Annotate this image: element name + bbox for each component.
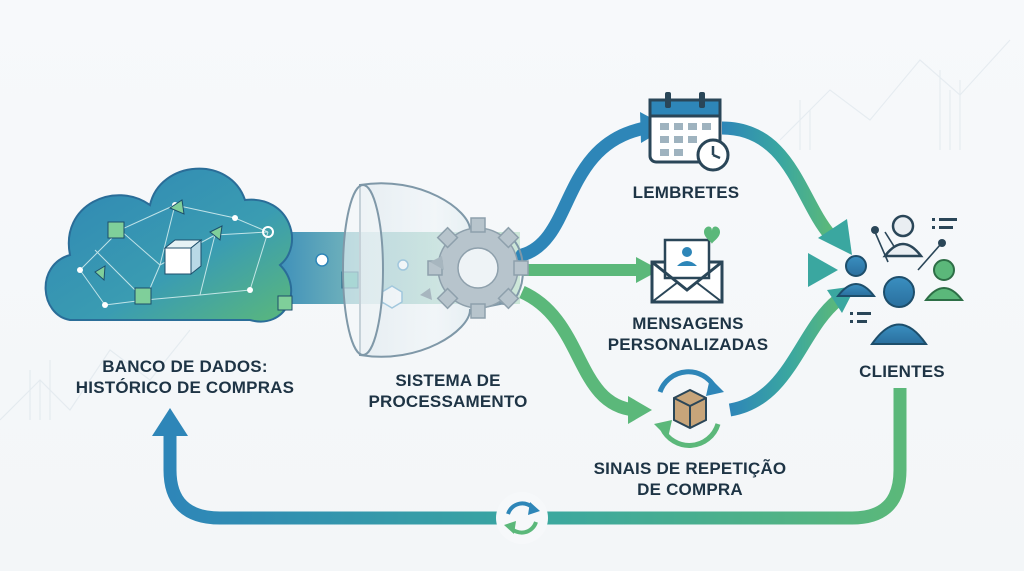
cloud-network-icon <box>44 167 294 323</box>
feedback-loop-arrow <box>152 388 907 544</box>
messages-label: MENSAGENS PERSONALIZADAS <box>608 313 769 355</box>
data-cubes <box>94 199 293 311</box>
processing-label-line1: SISTEMA DE <box>395 371 501 390</box>
envelope-heart-icon <box>650 226 724 304</box>
refresh-icon <box>504 501 540 535</box>
messages-label-line2: PERSONALIZADAS <box>607 335 769 354</box>
person-icon <box>870 276 928 345</box>
reminders-label: LEMBRETES <box>633 182 740 203</box>
clients-label-line1: CLIENTES <box>859 362 945 381</box>
funnel-gear-icon <box>342 182 529 358</box>
repeat-signals-label: SINAIS DE REPETIÇÃO DE COMPRA <box>594 458 787 500</box>
database-label: BANCO DE DADOS: HISTÓRICO DE COMPRAS <box>76 356 294 398</box>
box-cycle-icon <box>654 369 724 448</box>
person-icon <box>923 259 965 301</box>
background-decoration <box>0 39 1011 421</box>
database-label-line2: HISTÓRICO DE COMPRAS <box>75 378 295 397</box>
arrow-to-reminders <box>515 112 852 262</box>
processing-label-line2: PROCESSAMENTO <box>368 392 528 411</box>
person-icon <box>882 214 924 258</box>
database-label-line1: BANCO DE DADOS: <box>102 357 268 376</box>
repeat-signals-label-line2: DE COMPRA <box>637 480 743 499</box>
person-icon <box>835 255 877 297</box>
people-network-icon <box>835 214 965 345</box>
reminders-label-line1: LEMBRETES <box>632 183 740 202</box>
list-lines-icon <box>850 218 957 323</box>
messages-label-line1: MENSAGENS <box>632 314 744 333</box>
processing-label: SISTEMA DE PROCESSAMENTO <box>368 370 527 412</box>
clients-label: CLIENTES <box>859 361 945 382</box>
repeat-signals-label-line1: SINAIS DE REPETIÇÃO <box>593 459 787 478</box>
calendar-clock-icon <box>648 92 730 172</box>
arrow-to-messages <box>522 253 838 287</box>
